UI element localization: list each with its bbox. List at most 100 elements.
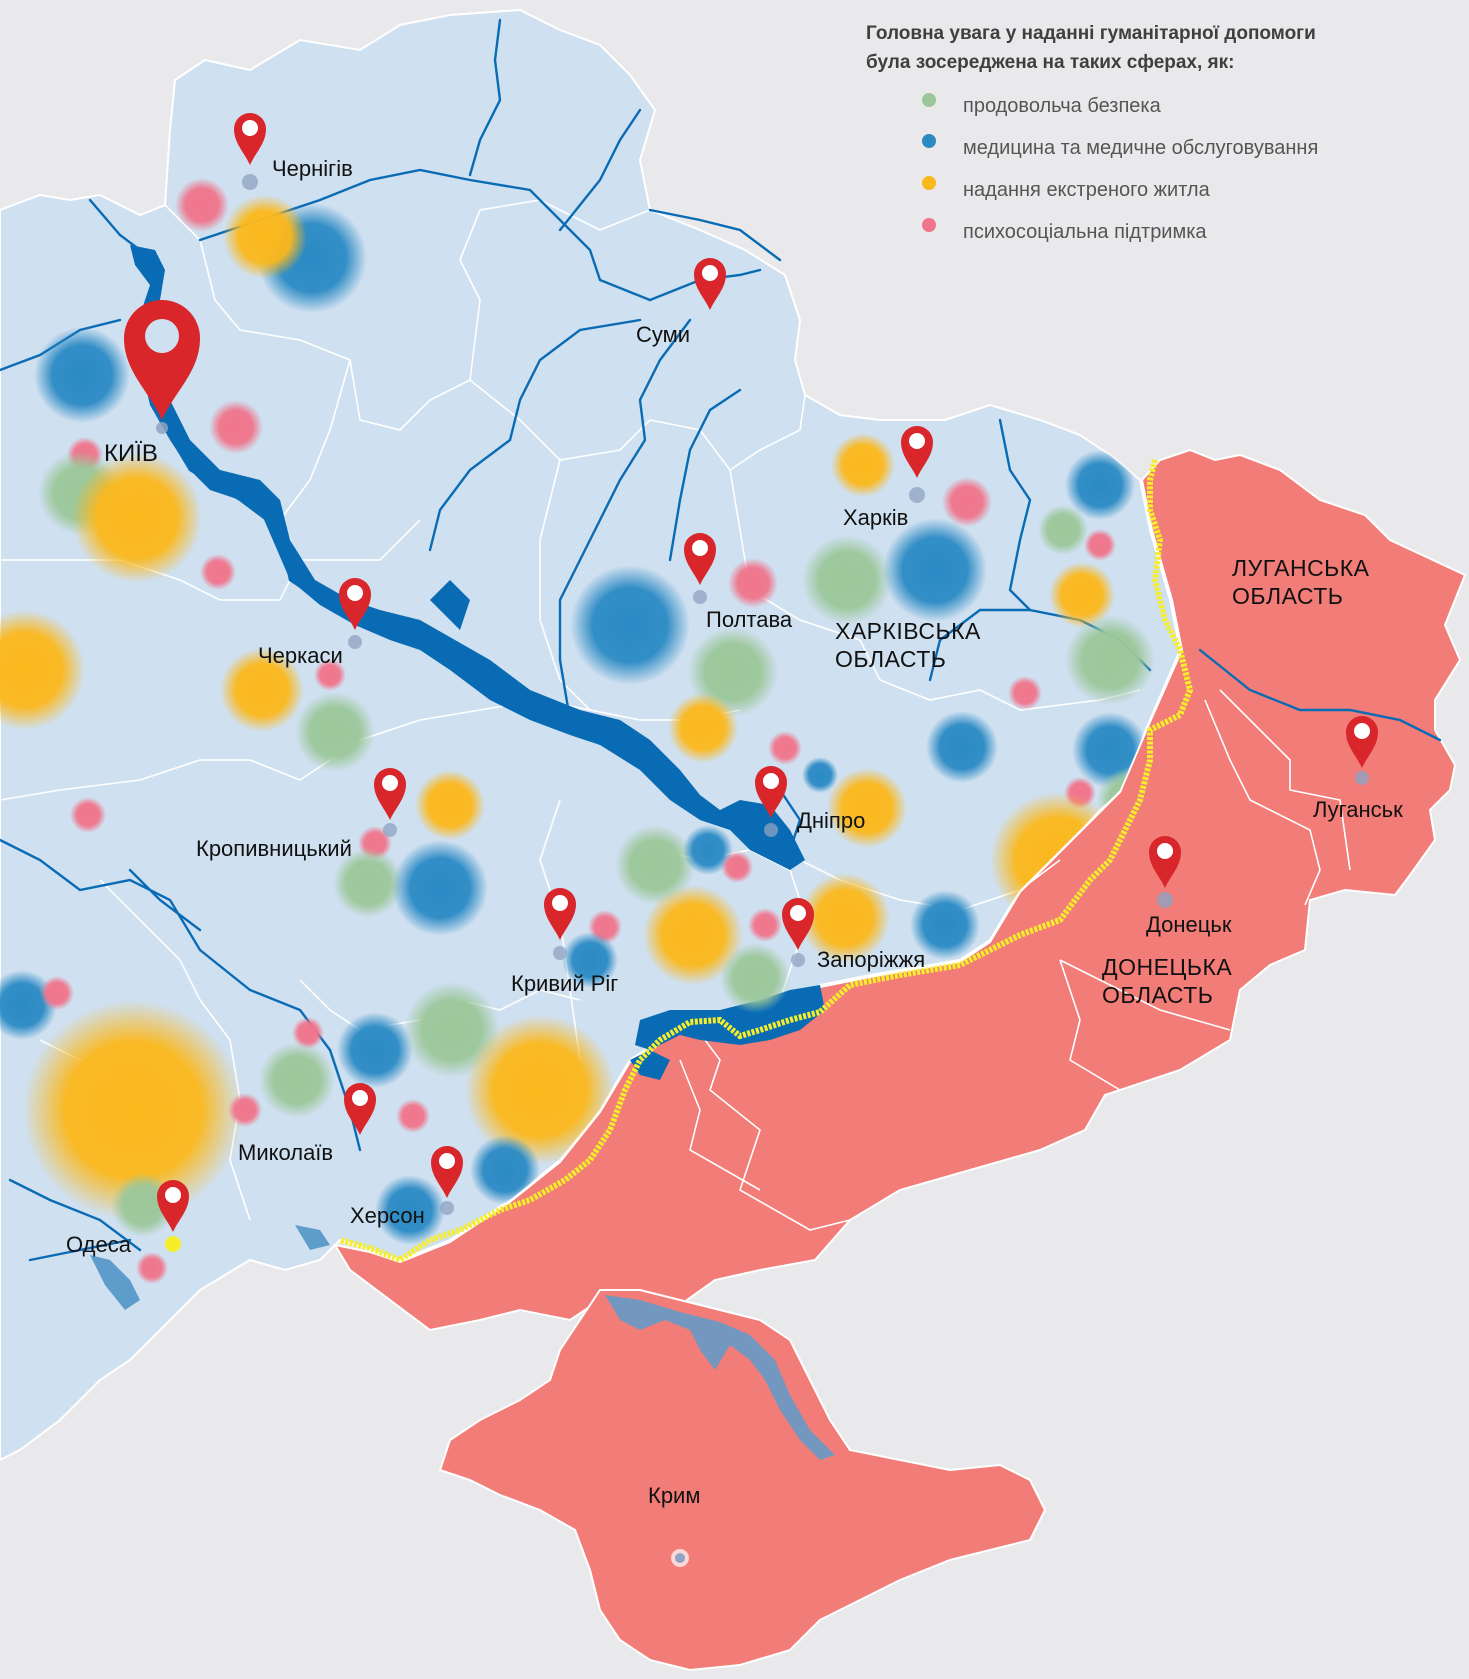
bubble-psychosocial: [136, 1252, 168, 1284]
pin-icon-kherson[interactable]: [431, 1146, 463, 1215]
bubble-medicine: [910, 890, 980, 960]
bubble-housing: [465, 1015, 615, 1165]
bubble-food: [720, 943, 790, 1013]
bubble-psychosocial: [209, 400, 263, 454]
city-label-donetsk: Донецьк: [1146, 912, 1232, 937]
bubble-psychosocial: [728, 558, 778, 608]
bubble-housing: [800, 873, 890, 963]
pin-icon-kropyvnytskyi[interactable]: [374, 768, 406, 837]
legend-title-line1: Головна увага у наданні гуманітарної доп…: [866, 23, 1316, 44]
water-syvash: [605, 1295, 835, 1460]
pin-icon-donetsk[interactable]: [1149, 836, 1181, 908]
bubble-medicine: [802, 757, 838, 793]
bubble-housing: [415, 770, 485, 840]
legend-swatch-food: [922, 93, 936, 107]
bubble-medicine: [683, 825, 733, 875]
region-label-kharkiv-line2: ОБЛАСТЬ: [835, 646, 946, 672]
bubble-housing: [831, 433, 895, 497]
pin-icon-mykolaiv[interactable]: [344, 1083, 376, 1135]
bubble-psychosocial: [721, 851, 753, 883]
legend-item: надання екстреного житла: [922, 176, 1211, 201]
bubble-medicine: [883, 518, 987, 622]
city-label-kropyvnytskyi: Кропивницький: [196, 836, 352, 861]
region-label-luhansk-line2: ОБЛАСТЬ: [1232, 583, 1343, 609]
region-label-donetsk-line2: ОБЛАСТЬ: [1102, 982, 1213, 1008]
region-labels: ХАРКІВСЬКА ОБЛАСТЬ ЛУГАНСЬКА ОБЛАСТЬ ДОН…: [835, 555, 1369, 1008]
pin-icon-dnipro[interactable]: [755, 766, 787, 837]
legend-title-line2: була зосереджена на таких сферах, як:: [866, 52, 1234, 73]
legend-label-psychosocial: психосоціальна підтримка: [963, 221, 1207, 243]
bubble-medicine: [562, 932, 618, 988]
bubble-housing: [668, 693, 738, 763]
pin-icon-luhansk[interactable]: [1346, 716, 1378, 785]
city-label-chernihiv: Чернігів: [272, 156, 353, 181]
bubble-medicine: [470, 1135, 540, 1205]
crimea-marker-icon: [671, 1549, 689, 1567]
city-label-mykolaiv: Миколаїв: [238, 1140, 333, 1165]
bubble-psychosocial: [314, 659, 346, 691]
pin-icon-poltava[interactable]: [684, 533, 716, 604]
city-label-kharkiv: Харків: [843, 505, 908, 530]
legend-label-housing: надання екстреного житла: [963, 179, 1211, 201]
bubble-housing: [223, 195, 307, 279]
pin-icon-sumy[interactable]: [694, 258, 726, 310]
bubble-medicine: [392, 840, 488, 936]
bubble-housing: [72, 453, 202, 583]
legend-label-medicine: медицина та медичне обслуговування: [963, 137, 1318, 159]
bubble-food: [615, 825, 695, 905]
pin-icon-zaporizhzhia[interactable]: [782, 898, 814, 967]
bubble-food: [802, 535, 892, 625]
city-label-zaporizhzhia: Запоріжжя: [817, 947, 925, 972]
region-label-kharkiv-line1: ХАРКІВСЬКА: [835, 618, 981, 644]
bubble-medicine: [570, 565, 690, 685]
pin-icon-kryvyi-rih[interactable]: [544, 888, 576, 960]
bubble-psychosocial: [40, 976, 74, 1010]
legend-label-food: продовольча безпека: [963, 95, 1162, 117]
legend-item: продовольча безпека: [922, 93, 1162, 117]
city-label-kryvyi-rih: Кривий Ріг: [511, 971, 618, 996]
pin-icon-odesa[interactable]: [157, 1180, 189, 1252]
bubble-medicine: [1065, 450, 1135, 520]
bubble-psychosocial: [1084, 529, 1116, 561]
bubble-psychosocial: [228, 1093, 262, 1127]
bubble-medicine: [0, 970, 57, 1040]
occupied-region-borders: [679, 689, 1351, 1231]
city-label-kyiv: КИЇВ: [104, 440, 158, 467]
water-coast: [90, 1225, 330, 1310]
city-label-sumy: Суми: [636, 322, 690, 347]
pin-icon-kyiv[interactable]: [124, 300, 200, 434]
legend-swatch-housing: [922, 176, 936, 190]
legend-swatch-psychosocial: [922, 218, 936, 232]
city-label-kherson: Херсон: [350, 1203, 425, 1228]
city-label-dnipro: Дніпро: [797, 808, 865, 833]
bubble-psychosocial: [768, 731, 802, 765]
bubble-food: [259, 1042, 335, 1118]
bubble-housing: [23, 1000, 243, 1220]
bubble-psychosocial: [748, 908, 782, 942]
bubble-medicine: [337, 1012, 413, 1088]
bubble-housing: [643, 885, 743, 985]
city-label-cherkasy: Черкаси: [258, 643, 343, 668]
legend-item: психосоціальна підтримка: [922, 218, 1207, 243]
city-label-poltava: Полтава: [706, 607, 793, 632]
bubble-psychosocial: [175, 178, 229, 232]
legend-item: медицина та медичне обслуговування: [922, 134, 1318, 159]
city-label-luhansk: Луганськ: [1313, 797, 1403, 822]
bubble-housing: [827, 768, 907, 848]
pin-icon-chernihiv[interactable]: [234, 113, 266, 190]
bubble-food: [1038, 505, 1088, 555]
bubble-housing: [0, 610, 85, 730]
pin-icon-kharkiv[interactable]: [901, 426, 933, 503]
bubble-housing: [1049, 562, 1115, 628]
legend: Головна увага у наданні гуманітарної доп…: [866, 23, 1318, 243]
city-labels: КИЇВ Чернігів Суми Харків Полтава Черкас…: [66, 156, 1403, 1508]
region-label-donetsk-line1: ДОНЕЦЬКА: [1102, 954, 1232, 980]
city-label-odesa: Одеса: [66, 1232, 132, 1257]
bubble-medicine: [34, 327, 130, 423]
bubble-psychosocial: [396, 1099, 430, 1133]
bubble-psychosocial: [70, 797, 106, 833]
pin-icon-cherkasy[interactable]: [339, 578, 371, 649]
bubble-psychosocial: [200, 554, 236, 590]
